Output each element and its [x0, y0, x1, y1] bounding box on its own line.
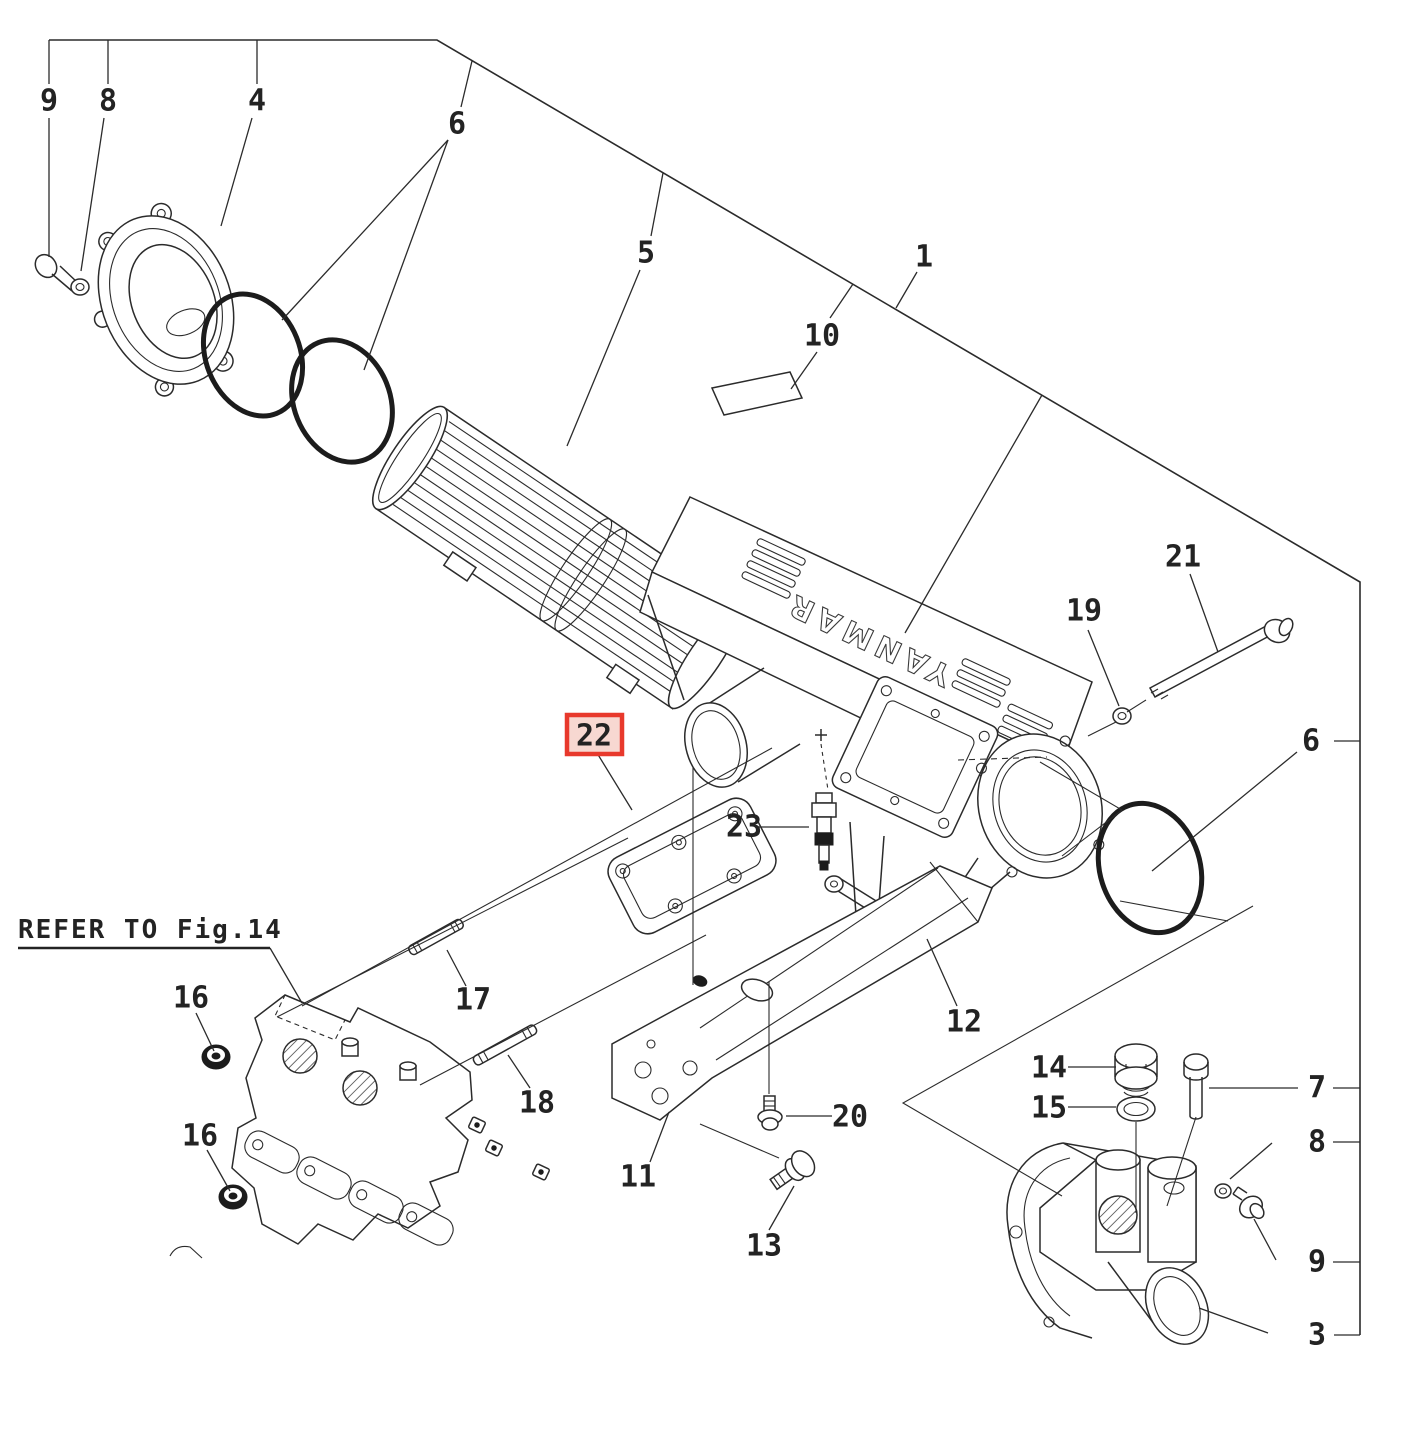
callout-9: 9 — [40, 84, 58, 119]
callout-9b: 9 — [1308, 1245, 1326, 1280]
washer-part-8 — [1214, 1183, 1232, 1199]
washer-part-8 — [70, 278, 90, 296]
o-ring-part — [200, 291, 306, 419]
rear-flange — [975, 733, 1105, 879]
callout-18: 18 — [519, 1086, 555, 1121]
bolt-part-21 — [1148, 617, 1294, 700]
seat-nuts — [468, 1116, 550, 1181]
bracket-part — [611, 861, 993, 1121]
nut-part-16 — [218, 1184, 248, 1210]
leader-lines — [48, 40, 1360, 1336]
callout-1: 1 — [915, 240, 933, 275]
callout-15: 15 — [1031, 1091, 1067, 1126]
outlet-pipe — [684, 667, 801, 788]
o-ring-part-15 — [1116, 1096, 1156, 1122]
bolt-part-20 — [757, 1095, 783, 1131]
callout-6b: 6 — [1302, 724, 1320, 759]
callout-19: 19 — [1066, 594, 1102, 629]
callout-3: 3 — [1308, 1318, 1326, 1353]
housing-part — [1006, 1142, 1210, 1345]
callout-16b: 16 — [182, 1119, 218, 1154]
callout-11: 11 — [620, 1160, 656, 1195]
cooler-body-part: YANMAR — [639, 496, 1105, 944]
alignment-lines — [276, 699, 1254, 1213]
callout-12: 12 — [946, 1005, 982, 1040]
callout-4: 4 — [248, 84, 266, 119]
highlighted-callout-22: 22 — [564, 712, 625, 757]
stud-part-17 — [408, 918, 464, 956]
drain-cock-part — [811, 729, 837, 871]
joint-part-7 — [1183, 1053, 1209, 1120]
callout-10: 10 — [804, 319, 840, 354]
o-ring-part — [1095, 800, 1205, 936]
callout-13: 13 — [746, 1229, 782, 1264]
gasket-part — [607, 797, 777, 935]
o-ring-part — [289, 337, 395, 465]
plug-part-14 — [1114, 1043, 1158, 1097]
washer-part-19 — [1112, 707, 1132, 725]
callout-8b: 8 — [1308, 1125, 1326, 1160]
callout-6: 6 — [448, 107, 466, 142]
screw-part-9 — [1232, 1186, 1265, 1220]
callout-5: 5 — [637, 236, 655, 271]
manifold-ref-part — [169, 994, 473, 1259]
callout-7: 7 — [1308, 1071, 1326, 1106]
mounting-plate — [831, 676, 999, 838]
callout-21: 21 — [1165, 540, 1201, 575]
callout-16: 16 — [173, 981, 209, 1016]
callout-14: 14 — [1031, 1051, 1067, 1086]
refer-note: REFER TO Fig.14 — [18, 915, 283, 945]
core-tab — [442, 550, 478, 582]
callout-22: 22 — [576, 719, 612, 754]
name-plate-part — [710, 371, 804, 416]
callout-fence-line — [49, 39, 1361, 1335]
stud-part-18 — [472, 1024, 538, 1066]
nut-part-16 — [201, 1044, 231, 1070]
callout-8: 8 — [99, 84, 117, 119]
end-cover-part — [93, 202, 235, 397]
callout-20: 20 — [832, 1100, 868, 1135]
bolt-part-13 — [769, 1150, 816, 1191]
core-tab — [605, 663, 641, 695]
callout-17: 17 — [455, 983, 491, 1018]
callout-23: 23 — [726, 810, 762, 845]
